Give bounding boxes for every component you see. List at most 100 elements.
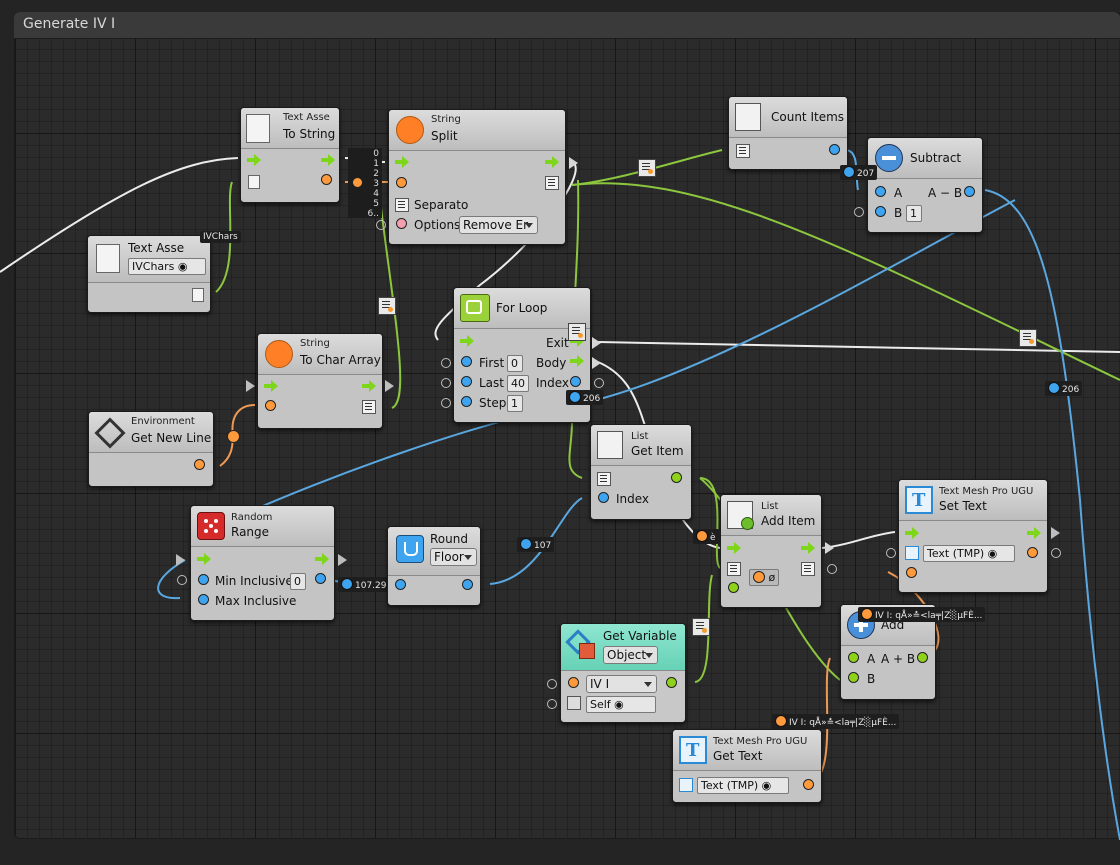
control-output-port[interactable] bbox=[362, 380, 376, 392]
unconnected-port[interactable] bbox=[827, 564, 837, 574]
control-output-port[interactable] bbox=[315, 553, 329, 565]
target-object-field[interactable]: Self ◉ bbox=[586, 696, 656, 713]
array-output-port[interactable] bbox=[362, 400, 376, 414]
step-value-field[interactable]: 1 bbox=[507, 395, 523, 412]
unconnected-port[interactable] bbox=[376, 220, 386, 230]
min-input-port[interactable] bbox=[198, 574, 209, 585]
a-input-port[interactable] bbox=[875, 186, 886, 197]
first-input-port[interactable] bbox=[461, 356, 472, 367]
tmp-target-icon[interactable] bbox=[679, 778, 693, 792]
node-list-get-item[interactable]: List Get Item Index bbox=[590, 424, 692, 520]
variable-name-field[interactable]: IV I bbox=[586, 675, 657, 693]
control-in-arrow[interactable] bbox=[246, 380, 255, 392]
unconnected-port[interactable] bbox=[1051, 548, 1061, 558]
item-input-port[interactable] bbox=[728, 582, 739, 593]
body-arrow[interactable] bbox=[592, 357, 601, 369]
unconnected-port[interactable] bbox=[547, 699, 557, 709]
input-port[interactable] bbox=[395, 579, 406, 590]
list-output-port[interactable] bbox=[801, 562, 815, 576]
item-output-port[interactable] bbox=[671, 472, 682, 483]
control-input-port[interactable] bbox=[460, 335, 474, 347]
unconnected-port[interactable] bbox=[854, 207, 864, 217]
max-input-port[interactable] bbox=[198, 594, 209, 605]
exit-output-port[interactable] bbox=[570, 335, 584, 347]
control-output-port[interactable] bbox=[321, 154, 335, 166]
unconnected-port[interactable] bbox=[441, 398, 451, 408]
separator-input-port[interactable] bbox=[395, 198, 409, 212]
control-out-arrow[interactable] bbox=[385, 380, 394, 392]
text-asset-object-field[interactable]: IVChars ◉ bbox=[128, 258, 206, 275]
result-output-port[interactable] bbox=[315, 573, 326, 584]
string-output-port[interactable] bbox=[194, 459, 205, 470]
index-output-port[interactable] bbox=[570, 376, 581, 387]
a-input-port[interactable] bbox=[848, 652, 859, 663]
unconnected-port[interactable] bbox=[594, 378, 604, 388]
control-out-arrow[interactable] bbox=[1051, 527, 1060, 539]
result-output-port[interactable] bbox=[964, 186, 975, 197]
text-output-port[interactable] bbox=[803, 779, 814, 790]
control-input-port[interactable] bbox=[395, 156, 409, 168]
control-input-port[interactable] bbox=[727, 542, 741, 554]
index-input-port[interactable] bbox=[598, 492, 609, 503]
control-output-port[interactable] bbox=[801, 542, 815, 554]
unconnected-port[interactable] bbox=[177, 575, 187, 585]
text-input-port[interactable] bbox=[906, 567, 917, 578]
control-input-port[interactable] bbox=[264, 380, 278, 392]
last-input-port[interactable] bbox=[461, 376, 472, 387]
b-input-port[interactable] bbox=[848, 672, 859, 683]
list-output-port[interactable] bbox=[545, 176, 559, 190]
name-input-port[interactable] bbox=[568, 677, 579, 688]
node-get-variable[interactable]: Get Variable Object IV I Self ◉ bbox=[560, 623, 686, 723]
unconnected-port[interactable] bbox=[547, 679, 557, 689]
node-text-asset-to-string[interactable]: Text Asse To String bbox=[240, 107, 340, 203]
string-output-port[interactable] bbox=[321, 174, 332, 185]
step-input-port[interactable] bbox=[461, 396, 472, 407]
exit-arrow[interactable] bbox=[592, 337, 601, 349]
target-object-field[interactable]: Text (TMP) ◉ bbox=[697, 777, 789, 794]
round-mode-dropdown[interactable]: Floor bbox=[430, 548, 477, 566]
node-list-add-item[interactable]: List Add Item ø bbox=[720, 494, 822, 608]
relay-orange-port[interactable] bbox=[352, 177, 363, 188]
count-output-port[interactable] bbox=[829, 144, 840, 155]
node-string-to-char-array[interactable]: String To Char Array bbox=[257, 333, 383, 429]
unconnected-port[interactable] bbox=[441, 358, 451, 368]
control-output-port[interactable] bbox=[545, 156, 559, 168]
options-dropdown[interactable]: Remove Er bbox=[459, 216, 538, 234]
control-input-port[interactable] bbox=[247, 154, 261, 166]
list-input-port[interactable] bbox=[597, 472, 611, 486]
b-input-port[interactable] bbox=[875, 206, 886, 217]
text-asset-input-icon[interactable] bbox=[248, 175, 260, 189]
output-port[interactable] bbox=[462, 579, 473, 590]
string-input-port[interactable] bbox=[265, 400, 276, 411]
target-object-field[interactable]: Text (TMP) ◉ bbox=[923, 545, 1015, 562]
min-value-field[interactable]: 0 bbox=[290, 573, 306, 590]
node-tmp-get-text[interactable]: T Text Mesh Pro UGU Get Text Text (TMP) … bbox=[672, 729, 822, 803]
control-input-port[interactable] bbox=[905, 527, 919, 539]
result-output-port[interactable] bbox=[917, 652, 928, 663]
control-in-arrow[interactable] bbox=[176, 554, 185, 566]
gameobject-icon[interactable] bbox=[567, 696, 581, 710]
control-input-port[interactable] bbox=[197, 553, 211, 565]
variable-kind-dropdown[interactable]: Object bbox=[603, 646, 658, 664]
unconnected-port[interactable] bbox=[886, 548, 896, 558]
list-input-port[interactable] bbox=[736, 144, 750, 158]
first-value-field[interactable]: 0 bbox=[507, 355, 523, 372]
text-output-port[interactable] bbox=[1027, 547, 1038, 558]
control-output-port[interactable] bbox=[1027, 527, 1041, 539]
node-subtract[interactable]: Subtract A A − B B 1 bbox=[867, 137, 983, 233]
node-count-items[interactable]: Count Items bbox=[728, 96, 848, 170]
control-out-arrow[interactable] bbox=[825, 542, 834, 554]
control-out-arrow[interactable] bbox=[338, 554, 347, 566]
tmp-target-icon[interactable] bbox=[905, 546, 919, 560]
control-out-arrow[interactable] bbox=[569, 157, 578, 169]
text-asset-output-port[interactable] bbox=[192, 288, 204, 302]
node-random-range[interactable]: Random Range Min Inclusive 0 Max Inclusi… bbox=[190, 505, 335, 621]
unconnected-port[interactable] bbox=[441, 378, 451, 388]
last-value-field[interactable]: 40 bbox=[507, 375, 529, 392]
node-string-split[interactable]: String Split Separato Options Remove Er bbox=[388, 109, 566, 245]
b-value-field[interactable]: 1 bbox=[906, 205, 922, 222]
node-tmp-set-text[interactable]: T Text Mesh Pro UGU Set Text Text (TMP) … bbox=[898, 479, 1048, 593]
options-input-port[interactable] bbox=[396, 218, 407, 229]
list-input-port[interactable] bbox=[727, 562, 741, 576]
